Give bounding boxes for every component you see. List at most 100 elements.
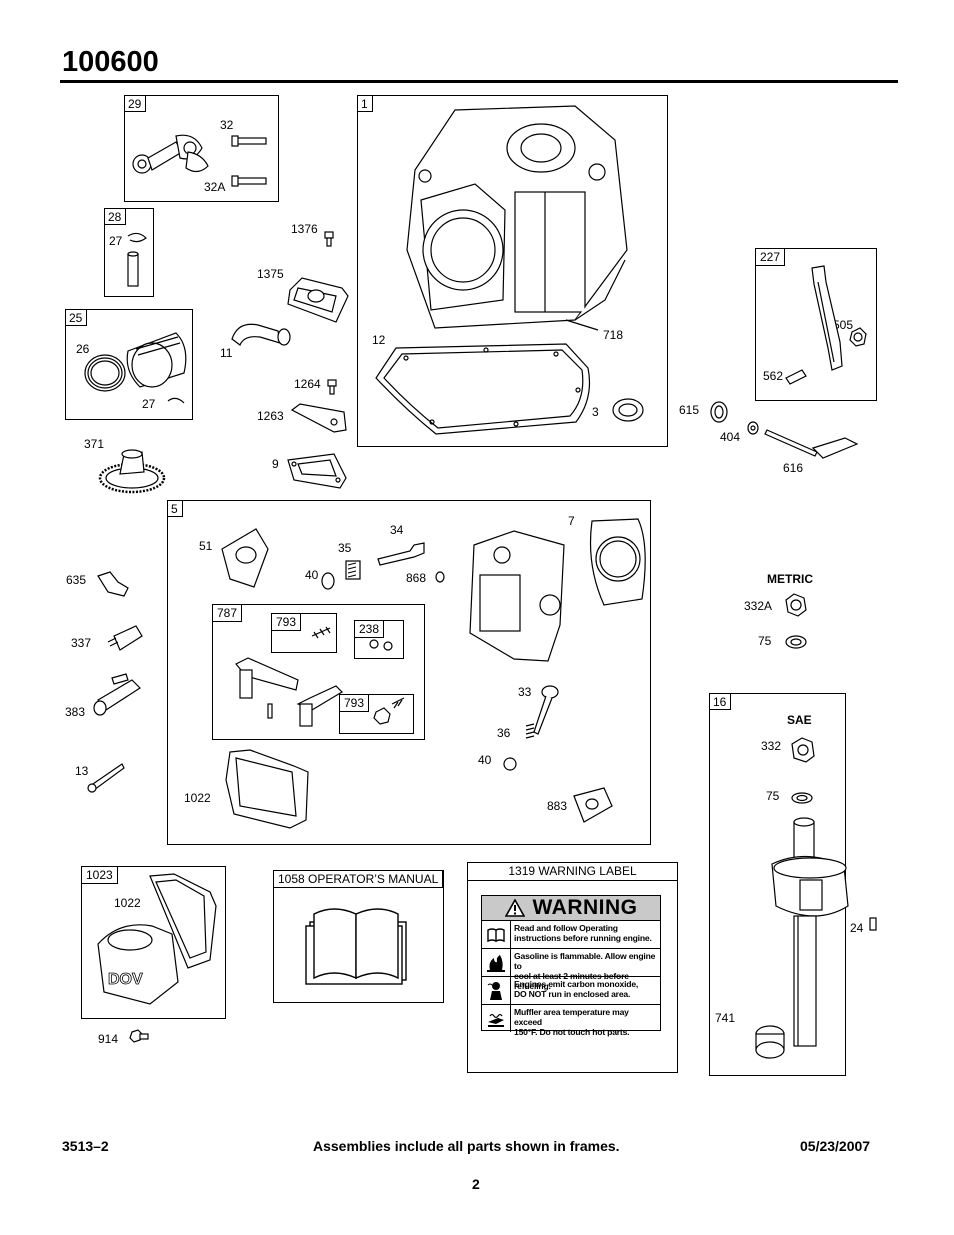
warning-text: Muffler area temperature may exceed [514,1007,629,1027]
frame-tag: 1058 OPERATOR’S MANUAL [274,871,444,888]
frame-1023[interactable]: 1023 [81,866,226,1019]
frame-tag: 793 [272,614,302,631]
part-label: 11 [220,346,233,360]
part-label: 75 [758,634,772,648]
crankcase-image [406,105,628,329]
frame-5[interactable]: 5 [167,500,651,845]
bolt-image [129,1029,149,1043]
rocker-arm-image [235,626,405,727]
warning-text: instructions before running engine. [514,933,652,943]
warning-text: Engines emit carbon monoxide, [514,979,639,989]
breather-plate-image [290,379,347,433]
cylinder-head-image [221,518,646,662]
part-label: 51 [199,539,213,553]
warning-header: WARNING [482,896,660,921]
doc-number: 3513–2 [62,1138,109,1154]
frame-25[interactable]: 25 [65,309,193,420]
frame-tag: 5 [168,501,183,517]
part-label: 75 [766,789,780,803]
part-label: 883 [547,799,568,813]
governor-shaft-image [710,401,859,459]
warning-text: Read and follow Operating [514,923,618,933]
part-label: 505 [833,318,854,332]
flame-icon [482,949,511,976]
part-label: 615 [679,403,700,417]
dov-logo: DOV [108,971,143,988]
part-label: 27 [142,397,156,411]
frame-793[interactable]: 793 [339,694,414,734]
frame-238[interactable]: 238 [354,620,404,659]
frame-793[interactable]: 793 [271,613,337,653]
tube-image [231,323,291,346]
part-label: 13 [75,764,89,778]
part-label: 337 [71,636,92,650]
frame-227[interactable]: 227 [755,248,877,401]
title-rule [60,80,898,83]
part-label: 32A [204,180,226,194]
frame-title: 1319 WARNING LABEL [468,863,677,881]
part-label: 404 [720,430,741,444]
frame-tag: 787 [213,605,243,622]
fittings-image [87,571,143,793]
fumes-icon [482,977,511,1004]
warning-text: DO NOT run in enclosed area. [514,989,631,999]
part-label: 34 [390,523,404,537]
warning-row: Engines emit carbon monoxide,DO NOT run … [482,977,660,1005]
crankshaft-image [755,737,877,1059]
frame-1[interactable]: 1 [357,95,668,447]
frame-tag: 16 [710,694,732,710]
part-label: 332A [744,599,773,613]
valve-cover-image: DOV [97,873,217,1005]
frame-tag: 793 [340,695,370,712]
gasket-image [287,453,347,489]
metric-nut-image [785,593,807,649]
frame-tag: 227 [756,249,786,266]
part-label: 40 [478,753,492,767]
part-label: 562 [763,369,784,383]
frame-1058[interactable]: 1058 OPERATOR’S MANUAL [273,870,444,1003]
page-title: 100600 [62,46,159,78]
warning-triangle-icon [504,899,525,917]
part-label: 914 [98,1032,119,1046]
piston-image [84,332,187,404]
governor-lever-image [785,265,867,385]
cam-gear-image [98,449,166,494]
sae-heading: SAE [787,713,812,727]
connecting-rod-image [132,134,267,187]
part-label: 40 [305,568,319,582]
frame-tag: 25 [66,310,88,326]
valve-parts-image [225,685,613,829]
part-label: 3 [592,405,599,419]
part-label: 36 [497,726,511,740]
part-label: 7 [568,514,575,528]
frame-tag: 1 [358,96,373,112]
part-label: 9 [272,457,279,471]
part-label: 741 [715,1011,736,1025]
book-icon [305,908,407,985]
part-label: 868 [406,571,427,585]
part-label: 1022 [184,791,211,805]
piston-pin-image [127,232,147,287]
metric-heading: METRIC [767,572,813,586]
warning-text: 150°F. Do not touch hot parts. [514,1027,630,1037]
part-label: 33 [518,685,532,699]
frame-787[interactable]: 787 [212,604,425,740]
frame-28[interactable]: 28 [104,208,154,297]
frame-1319[interactable]: 1319 WARNING LABEL [467,862,678,1073]
hot-surface-icon [482,1005,511,1032]
part-label: 718 [603,328,624,342]
part-label: 12 [372,333,386,347]
footer-date: 05/23/2007 [800,1138,871,1154]
part-label: 1022 [114,896,141,910]
part-label: 371 [84,437,105,451]
manual-icon [482,921,511,948]
warning-heading: WARNING [532,896,638,919]
part-label: 1263 [257,409,284,423]
frame-29[interactable]: 29 [124,95,279,202]
breather-image [287,231,349,323]
warning-text: cool at least 2 minutes before refueling… [514,971,629,991]
part-label: 332 [761,739,782,753]
